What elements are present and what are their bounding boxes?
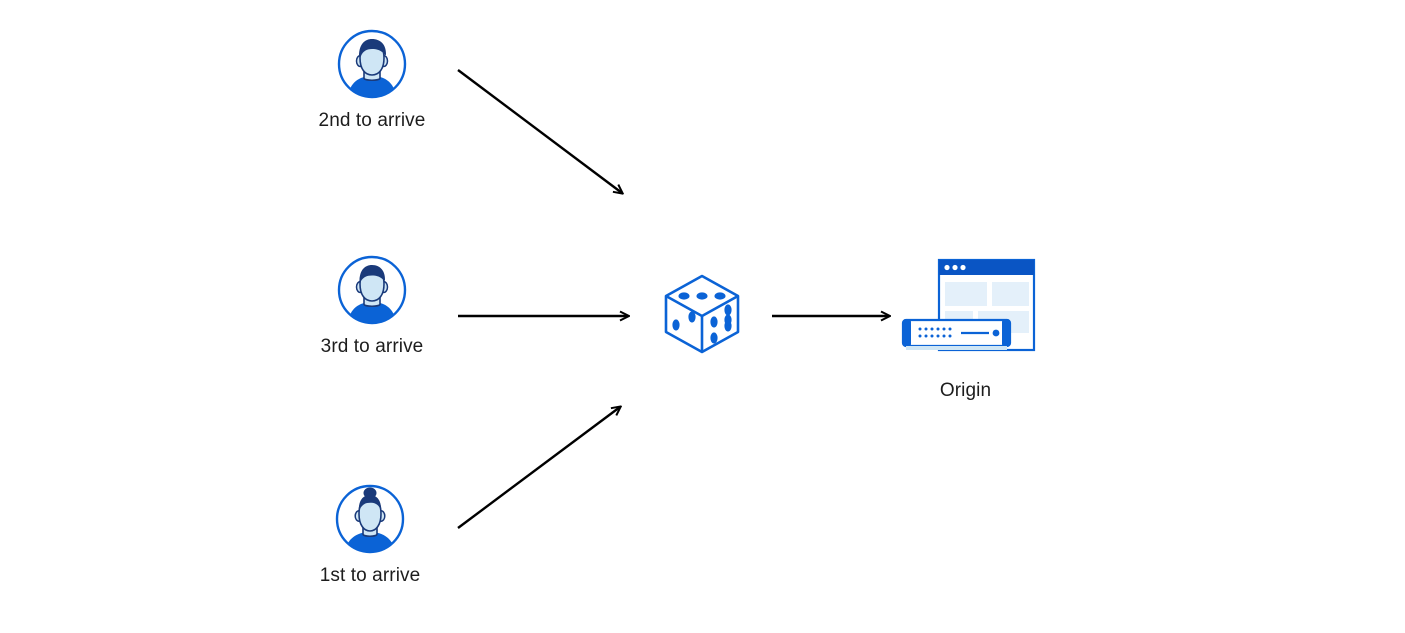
user-avatar-female-icon (334, 483, 406, 555)
node-dice[interactable] (659, 270, 745, 356)
server-device-icon (901, 318, 1011, 350)
user-avatar-icon (336, 28, 408, 100)
user-avatar-icon (336, 254, 408, 326)
dice-cube-icon (659, 270, 745, 356)
node-label-visitor-1st: 1st to arrive (319, 565, 421, 586)
arrow-1st-to-dice (457, 407, 620, 529)
node-label-origin: Origin (939, 380, 992, 401)
node-visitor-1st[interactable]: 1st to arrive (299, 483, 441, 587)
node-visitor-3rd[interactable]: 3rd to arrive (301, 254, 443, 358)
node-label-visitor-3rd: 3rd to arrive (320, 336, 424, 357)
node-label-visitor-2nd: 2nd to arrive (318, 110, 426, 131)
node-visitor-2nd[interactable]: 2nd to arrive (301, 28, 443, 132)
node-origin[interactable]: Origin (898, 258, 1035, 402)
arrow-2nd-to-dice (457, 69, 622, 193)
origin-server-icon (901, 258, 1035, 358)
